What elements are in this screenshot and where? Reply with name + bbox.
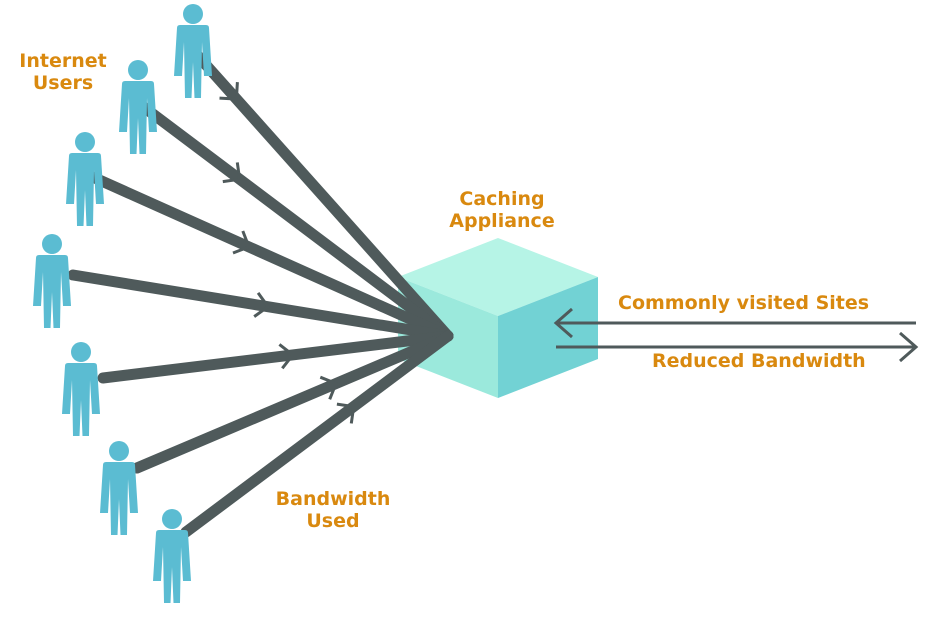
direction-chevron-icon <box>319 375 338 400</box>
bandwidth-lines <box>67 41 454 538</box>
internet-users-label: Internet Users <box>14 50 112 94</box>
bandwidth-line <box>80 168 454 342</box>
internet-users-label-line2: Users <box>32 72 94 94</box>
internet-users-label-line1: Internet <box>19 50 107 72</box>
direction-chevron-icon <box>253 292 271 318</box>
user-person-icon <box>62 342 100 436</box>
bandwidth-line <box>131 330 454 474</box>
user-person-icon <box>66 132 104 226</box>
bandwidth-line <box>131 96 454 342</box>
direction-chevron-icon <box>222 162 242 184</box>
user-person-icon <box>174 4 212 98</box>
direction-chevron-icon <box>219 82 239 101</box>
bandwidth-used-label-line1: Bandwidth <box>275 488 391 510</box>
bandwidth-line <box>180 330 454 538</box>
commonly-visited-sites-label: Commonly visited Sites <box>618 292 870 314</box>
direction-chevron-icon <box>278 343 295 370</box>
caching-appliance-label: Caching Appliance <box>440 188 564 232</box>
user-person-icon <box>119 60 157 154</box>
bandwidth-line <box>184 41 454 342</box>
caching-appliance-label-line1: Caching <box>459 188 545 210</box>
user-person-icon <box>33 234 71 328</box>
user-person-icon <box>153 509 191 603</box>
left-arrowhead-icon <box>553 307 573 339</box>
right-arrows <box>553 307 919 363</box>
cube-front-face <box>498 277 598 398</box>
bandwidth-used-label: Bandwidth Used <box>268 488 398 532</box>
user-person-icon <box>100 441 138 535</box>
caching-appliance-label-line2: Appliance <box>449 210 555 232</box>
direction-chevron-icon <box>232 230 251 255</box>
right-arrowhead-icon <box>899 331 919 363</box>
bandwidth-line <box>97 330 454 384</box>
reduced-bandwidth-label: Reduced Bandwidth <box>652 350 866 372</box>
bandwidth-line <box>67 269 454 342</box>
direction-chevron-icon <box>336 402 356 424</box>
bandwidth-used-label-line2: Used <box>306 510 360 532</box>
